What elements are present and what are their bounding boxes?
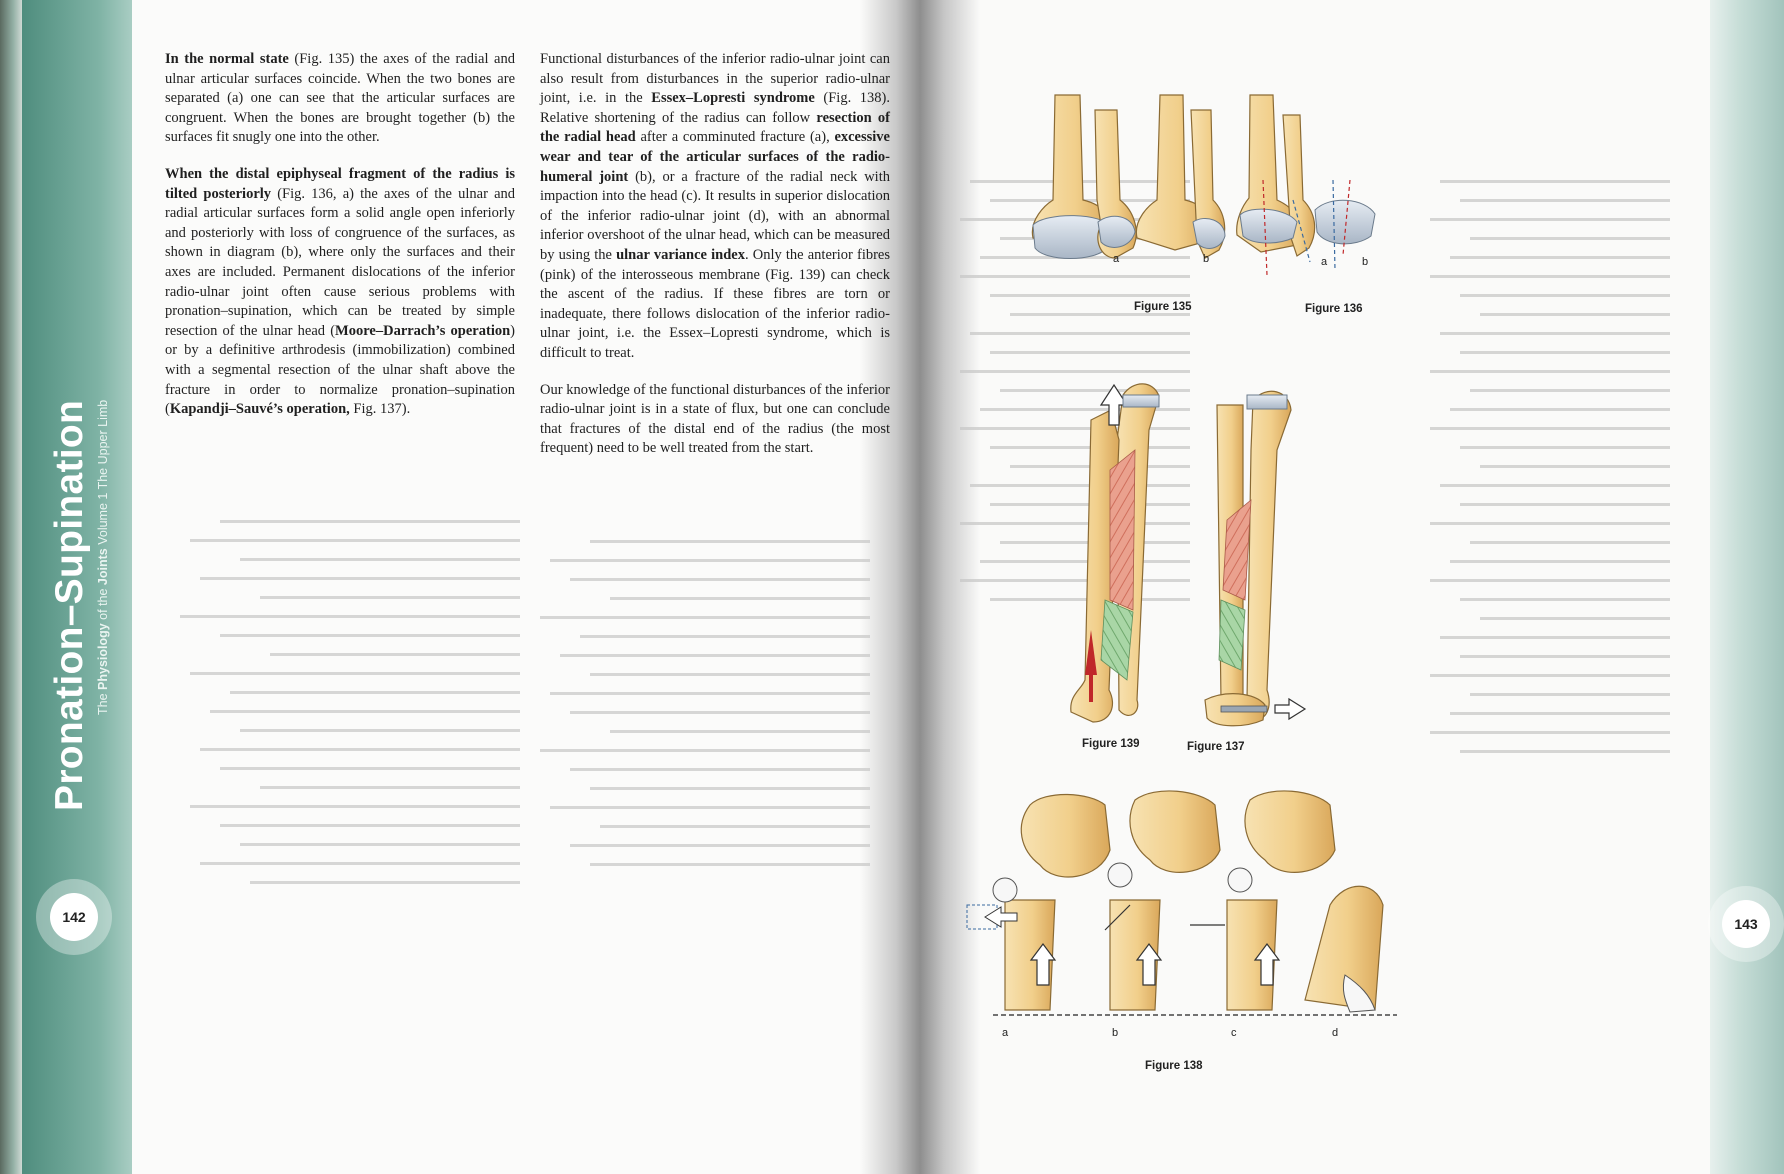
fig138-panel-d bbox=[1304, 885, 1384, 1013]
fig135-letter-b: b bbox=[1203, 253, 1209, 265]
body-text: (Fig. 135) the axes of the radial and ul… bbox=[165, 51, 515, 146]
bold-term: Moore–Darrach’s operation bbox=[335, 322, 511, 339]
fig138-letter-a: a bbox=[1002, 1027, 1009, 1039]
fig138-letter-d: d bbox=[1332, 1027, 1338, 1039]
body-text: (Fig. 136, a) the axes of the ulnar and … bbox=[165, 185, 516, 339]
fig135-letter-a: a bbox=[1113, 253, 1120, 265]
paragraph: In the normal state (Fig. 135) the axes … bbox=[165, 50, 515, 148]
fig139-label: Figure 139 bbox=[1082, 738, 1140, 750]
body-text: . Only the anterior fibres (pink) of the… bbox=[540, 246, 890, 361]
bold-term: ulnar variance index bbox=[616, 246, 745, 263]
fig136-label: Figure 136 bbox=[1305, 303, 1363, 315]
bold-term: resection of the radial head bbox=[540, 109, 890, 146]
body-text: Our knowledge of the functional disturba… bbox=[540, 381, 890, 457]
fig138-letter-b: b bbox=[1112, 1027, 1118, 1039]
chapter-band-right bbox=[1710, 0, 1784, 1174]
figure-138-drawing bbox=[966, 790, 1397, 1016]
bold-term: In the normal state bbox=[165, 51, 289, 67]
figure-139-drawing bbox=[1070, 383, 1160, 723]
fig136-letter-b: b bbox=[1362, 256, 1368, 268]
fig136-letter-a: a bbox=[1321, 256, 1328, 268]
figure-137-drawing bbox=[1204, 390, 1307, 727]
fig138-letter-c: c bbox=[1231, 1027, 1237, 1039]
body-text: (b), or a fracture of the radial neck wi… bbox=[540, 168, 890, 263]
body-text: (Fig. 138). Relative shortening of the r… bbox=[540, 90, 891, 126]
paragraph: Functional disturbances of the inferior … bbox=[540, 50, 890, 364]
body-text: after a comminuted fracture (a), bbox=[635, 129, 835, 146]
fig138-panel-b bbox=[1104, 790, 1221, 1011]
page-edge bbox=[0, 0, 22, 1174]
chapter-title-vertical: Pronation–Supination The Physiology of t… bbox=[48, 400, 128, 860]
bold-term: Essex–Lopresti syndrome bbox=[651, 90, 815, 107]
paragraph: Our knowledge of the functional disturba… bbox=[540, 381, 890, 459]
figure-135-drawing bbox=[1031, 94, 1226, 259]
show-through-left bbox=[160, 520, 520, 900]
fig135-label: Figure 135 bbox=[1134, 301, 1192, 313]
fig138-label: Figure 138 bbox=[1145, 1060, 1203, 1072]
page-number-left: 142 bbox=[50, 893, 98, 941]
fig137-label: Figure 137 bbox=[1187, 741, 1245, 753]
chapter-band bbox=[22, 0, 132, 1174]
bold-term: excessive wear and tear of the articular… bbox=[540, 129, 890, 185]
body-text: Fig. 137). bbox=[349, 401, 411, 418]
figures-illustration: a b Figure 135 a b Figure 136 Fi bbox=[966, 94, 1397, 1072]
left-page bbox=[0, 0, 905, 1174]
book-gutter-shadow bbox=[860, 0, 980, 1174]
fig138-panel-a bbox=[966, 793, 1111, 1011]
bold-term: Kapandji–Sauvé’s operation, bbox=[169, 401, 350, 418]
page-number-right: 143 bbox=[1722, 900, 1770, 948]
text-column-2: Functional disturbances of the inferior … bbox=[540, 50, 890, 476]
figure-136-drawing bbox=[1236, 94, 1376, 276]
body-text: Functional disturbances of the inferior … bbox=[540, 51, 890, 107]
body-text: ) or by a definitive arthrodesis (immobi… bbox=[165, 322, 516, 418]
text-column-1: In the normal state (Fig. 135) the axes … bbox=[165, 50, 515, 437]
fig138-panel-c bbox=[1190, 790, 1336, 1011]
paragraph: When the distal epiphyseal fragment of t… bbox=[165, 165, 515, 420]
bold-term: When the distal epiphyseal fragment of t… bbox=[165, 165, 515, 202]
series-title: The Physiology of the Joints Volume 1 Th… bbox=[96, 400, 110, 716]
section-title: Pronation–Supination bbox=[48, 400, 91, 812]
show-through-left-2 bbox=[540, 540, 870, 882]
